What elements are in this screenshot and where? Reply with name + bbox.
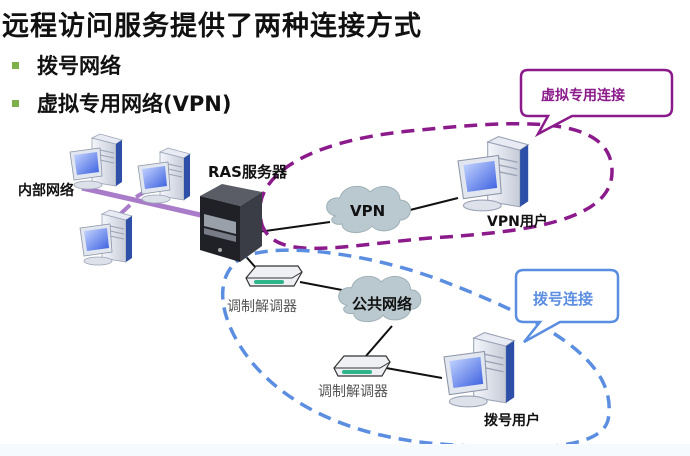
vpn-connection-outline: [258, 122, 614, 251]
internal-pc-3-icon: [79, 209, 133, 266]
vpn-to-user-link: [409, 197, 459, 211]
ras-server-label: RAS服务器: [208, 163, 287, 181]
bullet-square-icon: [12, 99, 19, 107]
ras-to-vpn-link: [257, 221, 331, 233]
modem-to-public-link: [299, 281, 343, 291]
modem-to-dialup-link: [385, 367, 443, 379]
user-modem-label: 调制解调器: [318, 384, 388, 400]
bullet-text: 拨号网络: [37, 54, 121, 78]
vpn-user-label: VPN用户: [487, 214, 548, 230]
vpn-callout-text: 虚拟专用连接: [541, 88, 625, 104]
bullet-item-vpn: 虚拟专用网络(VPN): [12, 88, 231, 118]
internal-pc-1-icon: [69, 133, 123, 190]
dialup-callout-bubble: [514, 268, 620, 344]
vpn-user-pc-icon: [457, 135, 529, 212]
dialup-user-pc-icon: [443, 331, 515, 408]
slide-title: 远程访问服务提供了两种连接方式: [2, 11, 422, 42]
dialup-callout-text: 拨号连接: [533, 290, 594, 308]
slide-bottom-band: [0, 444, 690, 456]
user-modem-icon: [333, 355, 391, 377]
bullet-square-icon: [12, 61, 19, 69]
bullet-text: 虚拟专用网络(VPN): [37, 92, 232, 116]
public-to-modem-link: [365, 325, 393, 357]
vpn-callout-bubble: [519, 68, 674, 138]
public-network-label: 公共网络: [352, 295, 413, 313]
bullet-item-dialup: 拨号网络: [12, 50, 121, 80]
server-modem-icon: [245, 265, 303, 287]
ras-server-icon: [200, 184, 262, 262]
vpn-cloud-label: VPN: [350, 202, 386, 220]
internal-pc-2-icon: [137, 147, 191, 204]
dialup-user-label: 拨号用户: [484, 413, 540, 429]
dialup-connection-outline: [220, 248, 611, 450]
server-modem-label: 调制解调器: [227, 299, 297, 315]
internal-network-label: 内部网络: [18, 183, 74, 199]
